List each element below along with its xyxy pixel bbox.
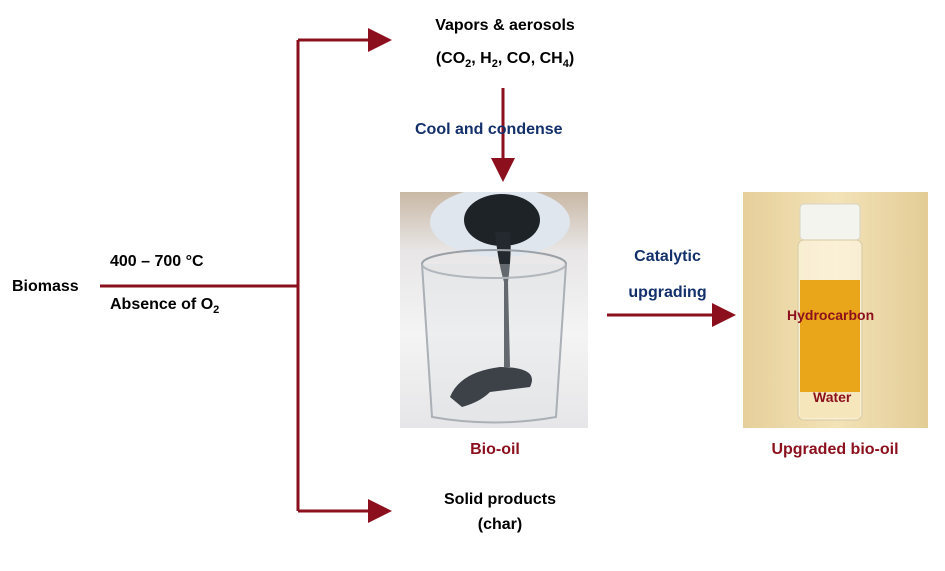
- hydrocarbon-label: Hydrocarbon: [787, 307, 875, 323]
- paren-open: (: [435, 50, 442, 67]
- gas-h2-sub: 2: [491, 58, 498, 71]
- paren-close: ): [568, 50, 575, 67]
- vial-illustration: [797, 203, 863, 421]
- absence-text: Absence of O: [110, 296, 214, 313]
- vapors-title: Vapors & aerosols: [435, 17, 575, 34]
- vapors-gases: (CO2, H2, CO, CH4): [395, 50, 615, 70]
- bio-oil-photo: [400, 192, 588, 428]
- temperature-label: 400 – 700 °C: [110, 253, 204, 270]
- gas-co-ch4: , CO, CH: [497, 50, 563, 67]
- bio-oil-label: Bio-oil: [470, 441, 520, 458]
- gas-ch4-sub: 4: [562, 58, 569, 71]
- catalytic-line1: Catalytic: [634, 248, 701, 265]
- upgraded-bio-oil-label: Upgraded bio-oil: [771, 441, 899, 458]
- solid-products-line2: (char): [477, 516, 523, 533]
- solid-products-line1: Solid products: [444, 491, 556, 508]
- gas-co2: CO: [441, 50, 466, 67]
- gas-co2-sub: 2: [465, 58, 472, 71]
- biomass-label: Biomass: [12, 278, 79, 295]
- absence-subscript: 2: [213, 304, 220, 317]
- condense-label: Cool and condense: [415, 121, 563, 138]
- catalytic-line2: upgrading: [628, 284, 707, 301]
- beaker-illustration: [421, 192, 570, 424]
- absence-label: Absence of O2: [110, 296, 219, 316]
- gas-h2: , H: [471, 50, 492, 67]
- water-label: Water: [813, 389, 852, 405]
- upgraded-vial-photo: Hydrocarbon Water: [743, 192, 928, 428]
